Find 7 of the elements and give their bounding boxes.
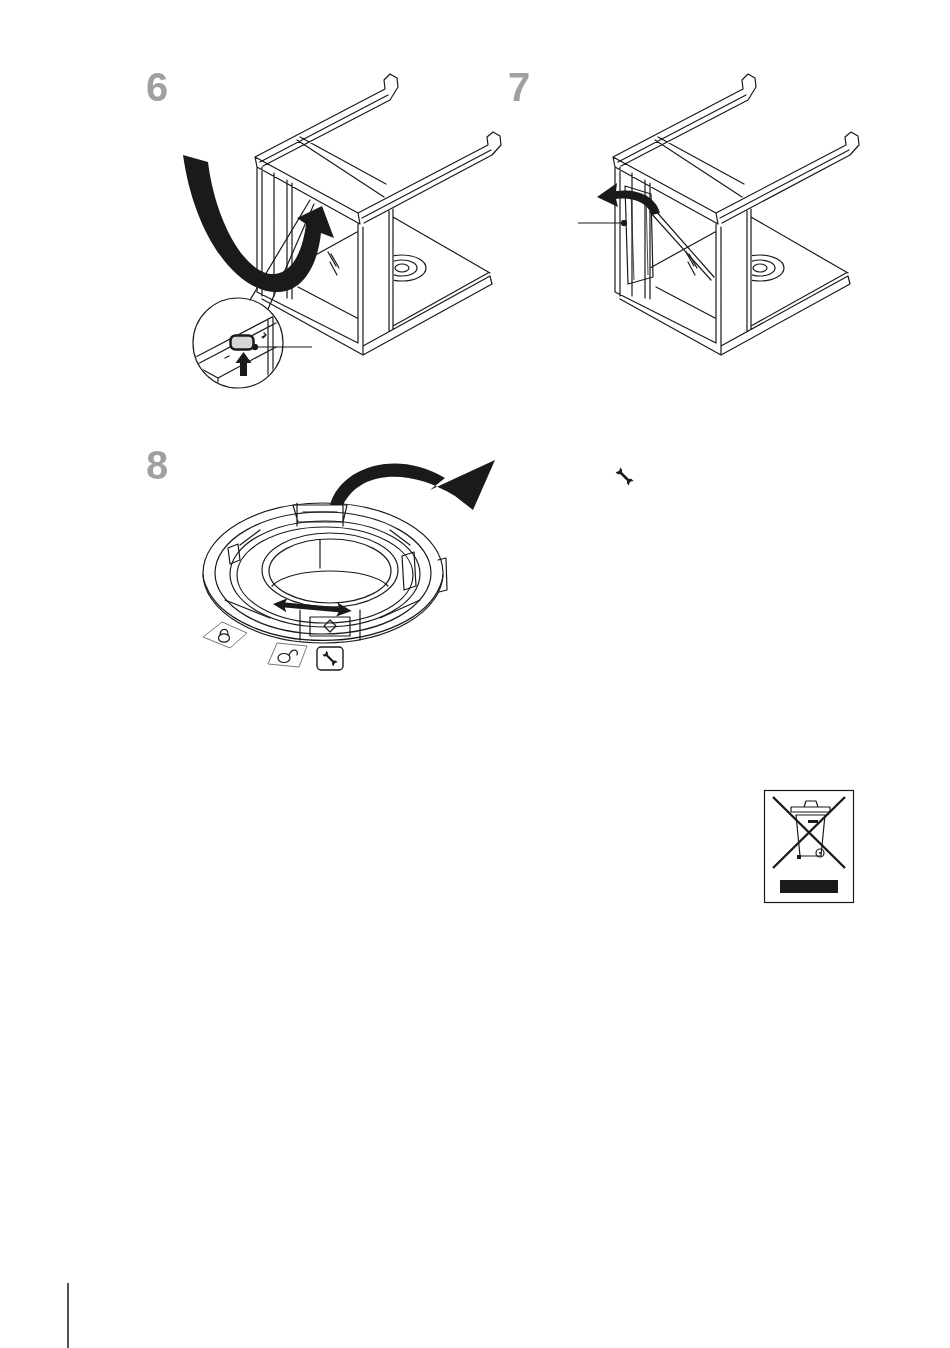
- step-number: 8: [146, 445, 169, 485]
- side-door-glass: [624, 185, 654, 285]
- step-number: 6: [146, 67, 169, 107]
- leader-line: [577, 219, 628, 227]
- leader-line: [251, 343, 313, 351]
- step-number: 7: [508, 67, 531, 107]
- latch-handle: [229, 334, 255, 351]
